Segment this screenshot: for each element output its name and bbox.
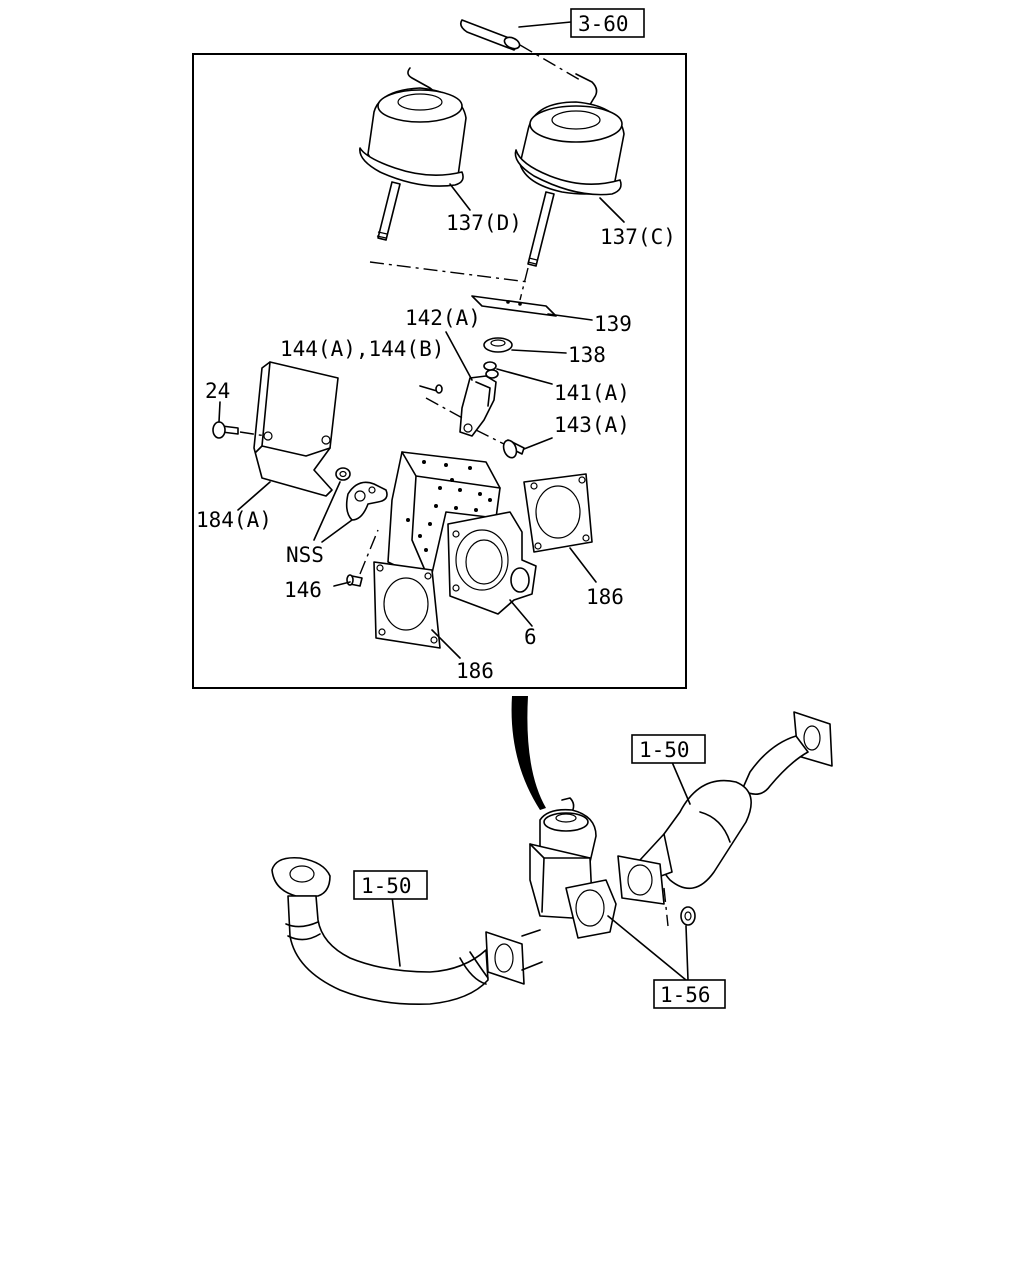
- label-nss: NSS: [286, 543, 324, 567]
- ref-label-rear-pipe: 1-50: [639, 738, 690, 762]
- actuator-dashline-2: [519, 267, 529, 301]
- label-137c: 137(C): [600, 225, 676, 249]
- label-143a: 143(A): [554, 413, 630, 437]
- leader-143a: [523, 437, 553, 450]
- leader-front-pipe: [391, 895, 401, 967]
- valve-body: [387, 451, 501, 583]
- label-144: 144(A),144(B): [280, 337, 444, 361]
- ref-label-front-pipe: 1-50: [361, 874, 412, 898]
- detail-frame: [192, 53, 687, 689]
- leader-146: [333, 581, 351, 587]
- leader-139: [547, 313, 593, 321]
- leader-184a: [237, 481, 271, 511]
- label-6: 6: [524, 625, 537, 649]
- bolt-24: [212, 421, 239, 439]
- label-138: 138: [568, 343, 606, 367]
- label-139: 139: [594, 312, 632, 336]
- actuator-137d: [359, 67, 467, 241]
- detail-pointer-wedge: [511, 696, 546, 810]
- ref-box-3-60: 3-60: [570, 8, 645, 38]
- label-137d: 137(D): [446, 211, 522, 235]
- leader-141a: [496, 368, 553, 385]
- bolt-146-dashline: [359, 529, 379, 575]
- assembled-exhaust-brake: [529, 797, 617, 939]
- label-186-right: 186: [586, 585, 624, 609]
- bolt-146: [346, 574, 363, 587]
- label-184a: 184(A): [196, 508, 272, 532]
- actuator-137c: [514, 73, 625, 267]
- lever-142a: [459, 369, 499, 437]
- ref-box-rear-pipe: 1-50: [631, 734, 706, 764]
- rear-pipe-dashline: [663, 887, 669, 927]
- plate-139: [471, 295, 557, 317]
- valve-housing-6: [447, 511, 537, 615]
- leader-186-bottom: [431, 629, 461, 659]
- hose-dashline: [519, 44, 581, 81]
- leader-3-60: [518, 21, 572, 28]
- front-exhaust-pipe: [271, 856, 543, 1006]
- gasket-186-right: [523, 473, 593, 553]
- actuator-dashline: [369, 261, 529, 283]
- leader-nss-1: [313, 481, 341, 541]
- label-142a: 142(A): [405, 306, 481, 330]
- rear-pipe-nut: [680, 906, 696, 926]
- leader-nss-2: [321, 519, 353, 543]
- label-141a: 141(A): [554, 381, 630, 405]
- hose-part: [460, 19, 521, 51]
- gasket-186-bottom: [373, 561, 441, 649]
- leader-142a: [445, 331, 473, 381]
- pin-144: [419, 384, 443, 394]
- rear-exhaust-pipe: [617, 711, 833, 905]
- leader-138: [511, 349, 567, 354]
- ref-box-1-56: 1-56: [653, 979, 726, 1009]
- leader-137d: [449, 183, 471, 211]
- leader-24: [218, 401, 221, 423]
- bolt-dashline: [475, 429, 505, 445]
- leader-rear-pipe: [671, 761, 691, 805]
- bolt-143a: [502, 439, 525, 459]
- label-24: 24: [205, 379, 230, 403]
- bracket-184a: [253, 361, 339, 497]
- leader-6: [509, 599, 533, 627]
- leader-186-right: [569, 547, 597, 583]
- ref-box-front-pipe: 1-50: [353, 870, 428, 900]
- nut-138: [483, 337, 513, 371]
- leader-1-56-a: [607, 915, 687, 981]
- leader-137c: [599, 197, 625, 223]
- ref-label-3-60: 3-60: [578, 12, 629, 36]
- bolt-24-dashline: [239, 431, 267, 437]
- pin-dashline: [425, 397, 467, 421]
- label-146: 146: [284, 578, 322, 602]
- label-186-bottom: 186: [456, 659, 494, 683]
- leader-1-56-b: [685, 925, 689, 981]
- nss-washer-nut: [335, 467, 388, 521]
- ref-label-1-56: 1-56: [660, 983, 711, 1007]
